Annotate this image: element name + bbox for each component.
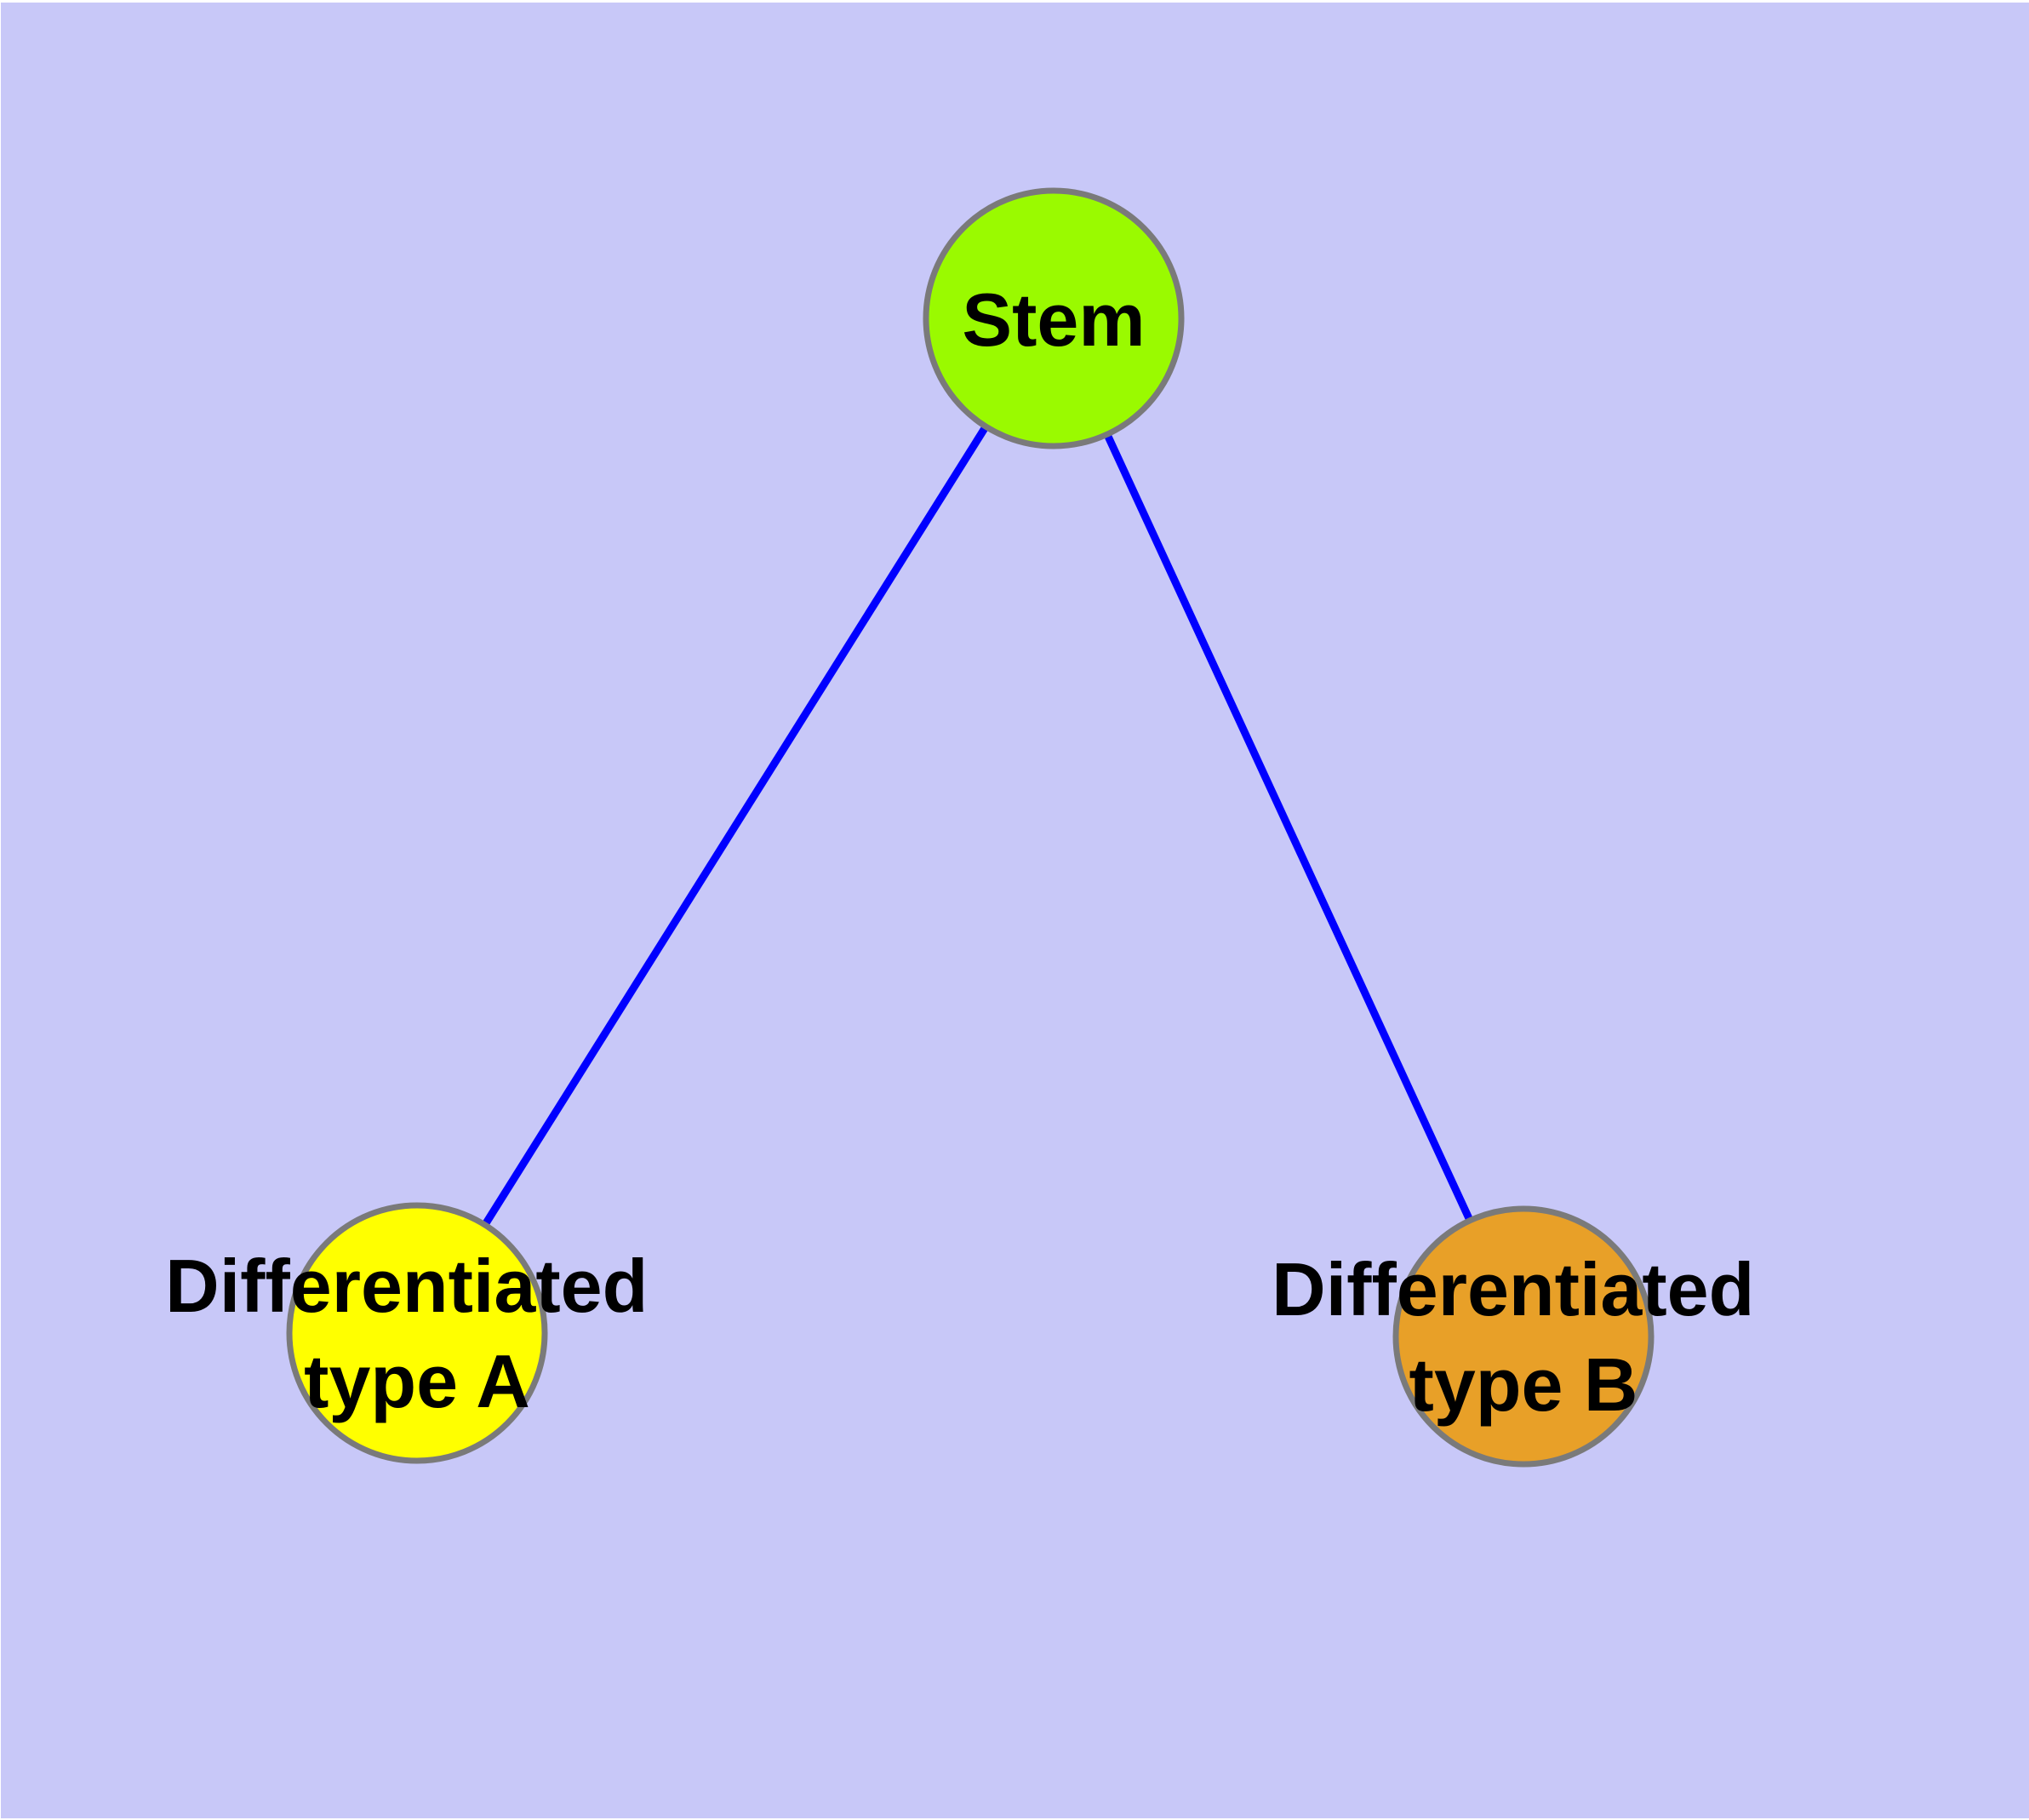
node-type-a-label: Differentiated type A (165, 1244, 669, 1423)
edge-stem-to-type-b (1049, 317, 1528, 1338)
node-type-b-label: Differentiated type B (1272, 1247, 1775, 1427)
node-type-a-label-line2: type A (304, 1339, 530, 1423)
edge-stem-to-type-a (414, 316, 1057, 1336)
node-stem (923, 187, 1185, 449)
node-type-b-label-line2: type B (1409, 1342, 1638, 1427)
node-type-a-label-line1: Differentiated (165, 1244, 648, 1328)
node-differentiated-type-a (286, 1202, 548, 1464)
node-differentiated-type-b (1392, 1205, 1655, 1468)
node-type-b-label-line1: Differentiated (1272, 1247, 1754, 1331)
node-stem-label: Stem (962, 278, 1145, 362)
